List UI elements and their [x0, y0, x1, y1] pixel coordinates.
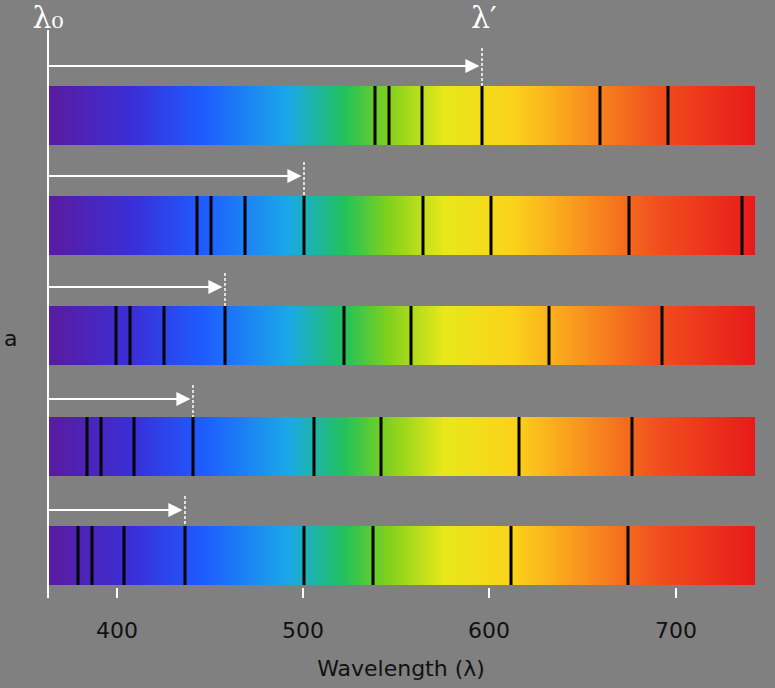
absorption-line [599, 86, 602, 145]
absorption-line [210, 196, 213, 255]
spectrum-band [48, 526, 755, 585]
axis-title: Wavelength (λ) [317, 656, 485, 681]
absorption-line [421, 86, 424, 145]
cut-text: a [4, 326, 17, 351]
absorption-line [115, 306, 118, 365]
absorption-line [374, 86, 377, 145]
spectrum-band [48, 86, 755, 585]
absorption-line [133, 417, 136, 476]
rest-wavelength-symbol: λ₀ [32, 0, 63, 35]
absorption-line [196, 196, 199, 255]
absorption-line [192, 417, 195, 476]
absorption-line [518, 417, 521, 476]
absorption-line [86, 417, 89, 476]
reference-line [47, 30, 49, 598]
absorption-line [422, 196, 425, 255]
absorption-line [667, 86, 670, 145]
absorption-line [303, 526, 306, 585]
absorption-line [372, 526, 375, 585]
absorption-line [244, 196, 247, 255]
absorption-line [510, 526, 513, 585]
absorption-line [661, 306, 664, 365]
axis-tick-label: 700 [655, 618, 697, 643]
absorption-line [741, 196, 744, 255]
axis-tick [117, 588, 676, 598]
absorption-line [548, 306, 551, 365]
spectrum-band [48, 306, 755, 365]
absorption-line [303, 196, 306, 255]
absorption-line [380, 417, 383, 476]
spectrum-band [48, 196, 755, 255]
absorption-line [184, 526, 187, 585]
absorption-line [91, 526, 94, 585]
dashed-marker [185, 48, 482, 526]
absorption-line [77, 526, 80, 585]
absorption-line [631, 417, 634, 476]
axis-tick-label: 400 [96, 618, 138, 643]
spectrum-band [48, 86, 755, 145]
shifted-wavelength-symbol: λ′ [471, 0, 497, 35]
absorption-line [123, 526, 126, 585]
absorption-line [129, 306, 132, 365]
absorption-line [224, 306, 227, 365]
absorption-line [627, 526, 630, 585]
spectrum-band [48, 417, 755, 476]
absorption-line [100, 417, 103, 476]
absorption-line [388, 86, 391, 145]
absorption-line [410, 306, 413, 365]
absorption-line [343, 306, 346, 365]
absorption-line [490, 196, 493, 255]
shift-arrow [48, 66, 478, 510]
absorption-line [313, 417, 316, 476]
absorption-line [628, 196, 631, 255]
absorption-line [163, 306, 166, 365]
absorption-line [481, 86, 484, 145]
axis-tick-label: 500 [282, 618, 324, 643]
axis-tick-label: 600 [468, 618, 510, 643]
